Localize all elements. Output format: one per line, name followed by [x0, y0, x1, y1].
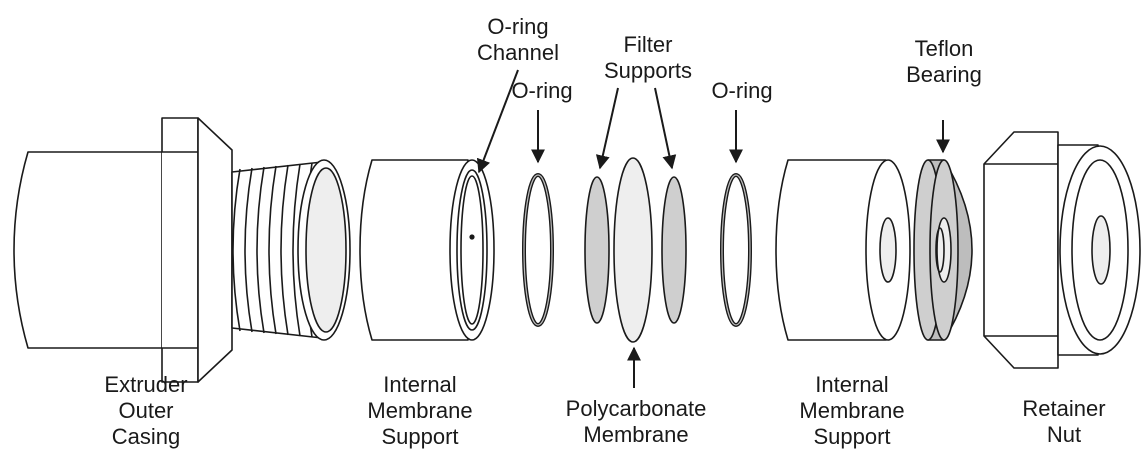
oring-right-part	[720, 173, 752, 327]
internal-membrane-support-left-label: Internal Membrane Support	[367, 372, 473, 449]
polycarbonate-membrane-part	[613, 157, 653, 343]
retainer-nut-part	[983, 131, 1141, 369]
filter-support-right-arrow	[654, 87, 677, 170]
extruder-outer-casing-part	[13, 117, 351, 383]
internal-membrane-support-right-label: Internal Membrane Support	[799, 372, 905, 449]
polycarbonate-membrane-label: Polycarbonate Membrane	[565, 396, 707, 447]
retainer-nut-label: Retainer Nut	[1022, 396, 1106, 447]
oring-left-label: O-ring	[511, 78, 573, 103]
extruder-outer-casing-label: Extruder Outer Casing	[104, 372, 188, 449]
internal-membrane-support-right-part	[775, 159, 911, 341]
filter-support-right-part	[661, 176, 687, 324]
internal-membrane-support-left-part	[359, 159, 495, 341]
oring-left-part	[522, 173, 554, 327]
thread-ridges	[232, 162, 313, 338]
filter-supports-label: Filter Supports	[603, 32, 693, 83]
filter-support-left-part	[584, 176, 610, 324]
teflon-bearing-part	[913, 159, 973, 341]
teflon-bearing-label: Teflon Bearing	[906, 36, 982, 87]
oring-right-label: O-ring	[711, 78, 773, 103]
oring-channel-arrow	[476, 69, 519, 174]
filter-support-left-arrow	[595, 87, 619, 170]
oring-channel-label: O-ring Channel	[477, 14, 559, 65]
